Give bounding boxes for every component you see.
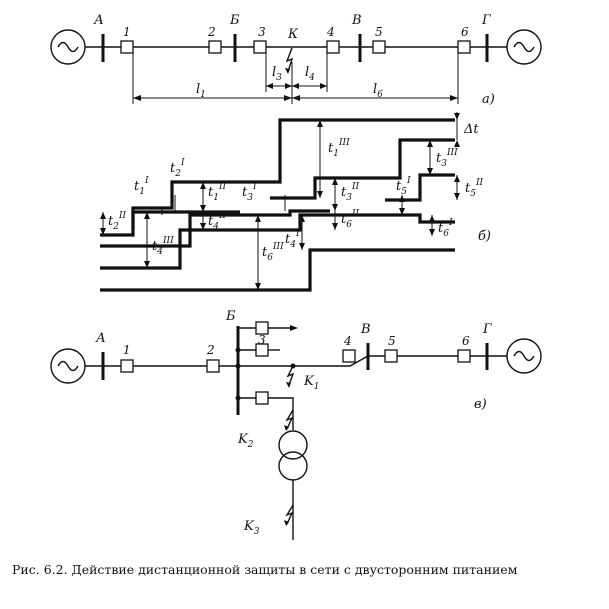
breaker-1 xyxy=(120,359,134,373)
breaker-4-label: 4 xyxy=(326,25,335,39)
fault-k3-label: K3 xyxy=(243,519,260,537)
dist-l1-label: l1 xyxy=(196,82,206,100)
breaker-1-label: 1 xyxy=(123,25,131,39)
t4-III-label: t4III xyxy=(152,236,174,257)
breaker-3 xyxy=(253,40,267,54)
dist-l4-label: l4 xyxy=(305,65,315,83)
delta-t-label: Δt xyxy=(463,122,479,137)
diagram-b-tag: б) xyxy=(478,229,491,244)
characteristic-2-step xyxy=(131,210,240,230)
fault-k1-icon xyxy=(286,365,295,386)
figure-caption: Рис. 6.2. Действие дистанционной защиты … xyxy=(12,562,602,577)
characteristic-6-step xyxy=(100,213,455,270)
breaker-3-label: 3 xyxy=(258,333,266,347)
breaker-2 xyxy=(206,359,220,373)
diagram-v-tag: в) xyxy=(474,397,487,412)
breaker-5-label: 5 xyxy=(375,25,383,39)
breaker-6-label: 6 xyxy=(461,25,469,39)
transformer-icon xyxy=(278,430,308,481)
substation-b-label: Б xyxy=(225,309,236,324)
breaker-2 xyxy=(208,40,222,54)
breaker-2-label: 2 xyxy=(207,25,216,39)
network-protection-figure: А Б В Г 1 2 3 4 5 6 К l1 l3 l4 l6 а) xyxy=(50,13,542,540)
generator-right-icon xyxy=(506,29,542,65)
t1-I-label: t1I xyxy=(134,176,149,197)
substation-v-label: В xyxy=(360,322,371,337)
substation-g-label: Г xyxy=(481,13,491,28)
diagram-v: А Б В Г 1 2 3 4 5 6 K1 K2 K3 в) xyxy=(50,309,542,540)
t2-II-label: t2II xyxy=(108,211,127,232)
t3-III-label: t3III xyxy=(436,148,458,169)
t3-I-label: t3I xyxy=(242,182,257,203)
generator-left-icon xyxy=(50,29,86,65)
breaker-4 xyxy=(326,40,340,54)
breaker-4-label: 4 xyxy=(343,334,352,348)
characteristic-3-step xyxy=(270,138,455,200)
generator-left-icon xyxy=(50,348,86,384)
t6-II-label: t6II xyxy=(341,209,360,230)
diagram-b: Δt t1III t3III t5II t5I t3II t3I t1II t1… xyxy=(100,112,491,292)
generator-right-icon xyxy=(506,338,542,374)
t4-II-label: t4II xyxy=(208,211,227,232)
breaker-3-label: 3 xyxy=(258,25,266,39)
t6-I-label: t6I xyxy=(438,218,453,239)
t5-I-label: t5I xyxy=(396,176,411,197)
substation-v-label: В xyxy=(351,13,362,28)
breaker-transformer xyxy=(255,391,269,405)
breaker-top-feeder xyxy=(255,321,269,335)
diagram-a-tag: а) xyxy=(482,92,495,107)
breaker-6 xyxy=(457,40,471,54)
fault-k2-label: K2 xyxy=(237,432,254,450)
fault-k-icon xyxy=(285,47,294,73)
substation-b-label: Б xyxy=(229,13,240,28)
substation-g-label: Г xyxy=(482,322,492,337)
figure-caption-number: Рис. 6.2. xyxy=(12,562,68,577)
breaker-5 xyxy=(372,40,386,54)
substation-a-label: А xyxy=(95,331,106,346)
figure-caption-text: Действие дистанционной защиты в сети с д… xyxy=(71,562,518,577)
breaker-2-label: 2 xyxy=(206,343,215,357)
breaker-4 xyxy=(342,349,356,363)
diagram-a: А Б В Г 1 2 3 4 5 6 К l1 l3 l4 l6 а) xyxy=(50,13,542,107)
dist-l6-label: l6 xyxy=(373,82,383,100)
t4-I-label: t4I xyxy=(285,229,300,250)
t2-I-label: t2I xyxy=(170,158,185,179)
t5-II-label: t5II xyxy=(465,178,484,199)
fault-k1-label: K1 xyxy=(303,374,319,392)
fault-k2-icon xyxy=(285,409,294,430)
substation-a-label: А xyxy=(93,13,104,28)
breaker-1 xyxy=(120,40,134,54)
fault-k3-icon xyxy=(285,504,294,525)
breaker-5 xyxy=(384,349,398,363)
breaker-6 xyxy=(457,349,471,363)
characteristic-1-step xyxy=(100,118,455,237)
fault-k-label: К xyxy=(287,27,299,42)
t1-III-label: t1III xyxy=(328,138,350,159)
t1-II-label: t1II xyxy=(208,182,227,203)
dist-l3-label: l3 xyxy=(272,65,282,83)
t6-III-label: t6III xyxy=(262,242,284,263)
breaker-1-label: 1 xyxy=(123,343,131,357)
breaker-5-label: 5 xyxy=(388,334,396,348)
t3-II-label: t3II xyxy=(341,182,360,203)
characteristic-4-step xyxy=(100,209,330,248)
breaker-6-label: 6 xyxy=(462,334,470,348)
